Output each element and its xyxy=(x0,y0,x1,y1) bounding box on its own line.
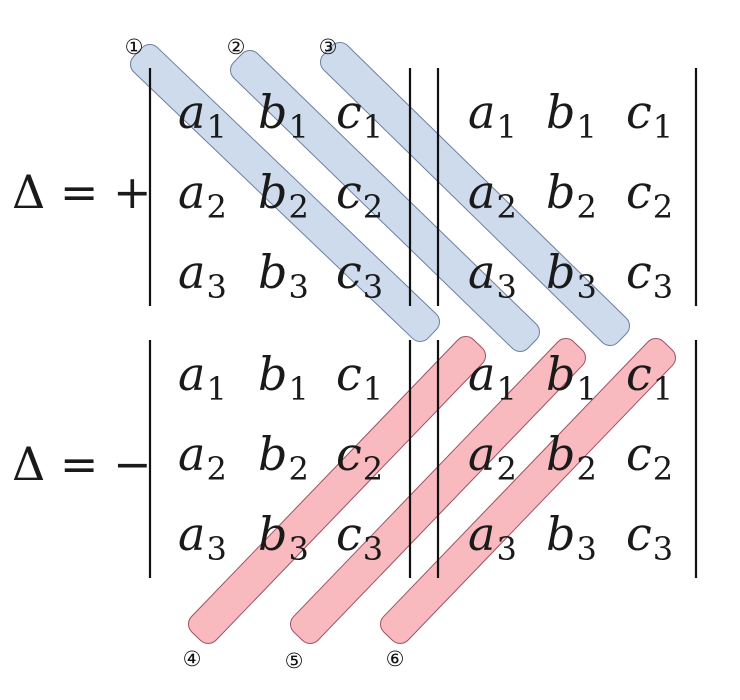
positive-diagonal-3-band xyxy=(320,42,630,346)
bottom-right-entry-c2: c2 xyxy=(626,427,673,488)
determinant-bars xyxy=(148,68,698,578)
negative-diagonal-4-band xyxy=(188,336,486,644)
diagonal-label-5: ⑤ xyxy=(285,649,304,673)
top-right-entry-a2: a2 xyxy=(468,165,517,226)
top-left-entry-a3: a3 xyxy=(178,245,227,306)
bottom-right-entry-a3: a3 xyxy=(468,507,517,568)
diagonal-label-2: ② xyxy=(227,35,246,59)
top-right-entry-c1: c1 xyxy=(626,85,673,146)
top-right-entry-a1: a1 xyxy=(468,85,517,146)
bottom-left-entry-b1: b1 xyxy=(258,347,309,408)
top-left-entry-b1: b1 xyxy=(258,85,309,146)
bottom-left-entry-a1: a1 xyxy=(178,347,227,408)
bottom-left-entry-a2: a2 xyxy=(178,427,227,488)
top-left-entry-a1: a1 xyxy=(178,85,227,146)
bottom-right-entry-a2: a2 xyxy=(468,427,517,488)
top-right-entry-b3: b3 xyxy=(546,245,597,306)
bottom-left-entry-b3: b3 xyxy=(258,507,309,568)
top-left-entry-c2: c2 xyxy=(336,165,383,226)
delta-minus-label: Δ = − xyxy=(12,437,152,491)
bottom-right-entry-b3: b3 xyxy=(546,507,597,568)
bottom-left-entry-b2: b2 xyxy=(258,427,309,488)
diagonal-number-labels: ① ② ③ ④ ⑤ ⑥ xyxy=(125,35,405,673)
top-left-entry-a2: a2 xyxy=(178,165,227,226)
bottom-right-entry-c3: c3 xyxy=(626,507,673,568)
bottom-right-entry-b2: b2 xyxy=(546,427,597,488)
diagonal-label-4: ④ xyxy=(183,647,202,671)
top-right-entry-c2: c2 xyxy=(626,165,673,226)
top-right-entry-c3: c3 xyxy=(626,245,673,306)
top-left-entry-b2: b2 xyxy=(258,165,309,226)
diagonal-label-6: ⑥ xyxy=(386,647,405,671)
bottom-left-entry-c1: c1 xyxy=(336,347,383,408)
delta-plus-label: Δ = + xyxy=(12,165,152,219)
bottom-right-entry-a1: a1 xyxy=(468,347,517,408)
negative-diagonal-6-band xyxy=(380,338,676,644)
bottom-left-entry-c3: c3 xyxy=(336,507,383,568)
positive-diagonal-1-band xyxy=(130,44,440,342)
bottom-left-entry-c2: c2 xyxy=(336,427,383,488)
positive-diagonal-2-band xyxy=(230,50,540,352)
top-left-entry-b3: b3 xyxy=(258,245,309,306)
top-right-entry-b1: b1 xyxy=(546,85,597,146)
bottom-right-entry-c1: c1 xyxy=(626,347,673,408)
top-left-entry-c3: c3 xyxy=(336,245,383,306)
bottom-right-entry-b1: b1 xyxy=(546,347,597,408)
diagonal-label-3: ③ xyxy=(319,35,338,59)
top-right-entry-a3: a3 xyxy=(468,245,517,306)
bottom-left-entry-a3: a3 xyxy=(178,507,227,568)
top-left-entry-c1: c1 xyxy=(336,85,383,146)
diagonal-label-1: ① xyxy=(125,35,144,59)
diagonal-bands xyxy=(130,42,676,644)
matrix-entries: a1 b1 c1 a2 b2 c2 a3 b3 c3 a1 b1 c1 a2 b2 c2 a3 b3 c3 a1 b1… xyxy=(178,85,673,568)
top-right-entry-b2: b2 xyxy=(546,165,597,226)
